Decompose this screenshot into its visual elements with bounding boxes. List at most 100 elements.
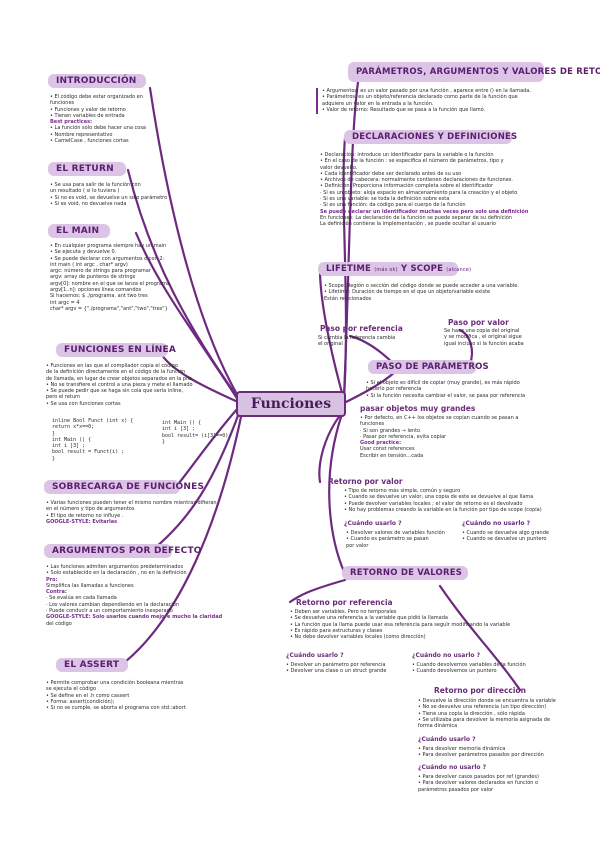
retorno-dir-whennot-title: ¿Cuándo no usarlo ? xyxy=(418,764,487,771)
retorno-dir-whennot-body: • Para devolver casos pasados por ref (g… xyxy=(418,774,539,793)
text-line: un resultado ( si lo tuviera ) xyxy=(50,188,120,195)
text-line: del código xyxy=(46,620,72,627)
text-line: • Devolver una clase o un struct grande xyxy=(286,668,387,675)
text-line: y se modifica , el original sigue xyxy=(444,334,522,341)
text-line: • No debe devolver variables locales (co… xyxy=(290,634,426,641)
line-paso xyxy=(342,370,397,405)
text-line: se ejecuta el código xyxy=(46,686,97,693)
text-line: • CamelCase , funciones cortas xyxy=(50,138,129,145)
text-line: • Forma: assert(condición); xyxy=(46,698,115,705)
retvalor-when-body: • Devolver valores de variables función … xyxy=(346,530,445,549)
text-line: • El tipo de retorno no influye . xyxy=(46,512,124,519)
text-line: • Si el objeto es difícil de copiar (muy… xyxy=(366,380,520,386)
text-line: argv[0]: nombre en el que se lanza el pr… xyxy=(50,280,170,287)
text-line: · Si es una variable: se toda la definic… xyxy=(320,196,450,203)
text-line: · Los valores cambian dependiendo en la … xyxy=(46,601,180,608)
text-line: • No se transfiere el control a una piez… xyxy=(46,381,193,388)
text-line: · Se evalúa en cada llamada xyxy=(46,595,117,602)
text-line: int main ( int argc , char* argv) xyxy=(50,261,128,268)
text-line: • Por defecto, en C++ los objetos se cop… xyxy=(360,415,519,421)
lifetime-body: • Scope: Región o sección del código don… xyxy=(324,283,519,302)
text-line: GOOGLE-STYLE: Evitarlas xyxy=(46,518,118,525)
code-line: int i [3] ; xyxy=(162,426,196,433)
text-line: • Scope: Región o sección del código don… xyxy=(324,283,519,289)
paso-ref-title: Paso por referencia xyxy=(320,324,403,333)
text-line: adquiere un valor en la entrada a la fun… xyxy=(322,100,434,107)
retvalor-title: Retorno por valor xyxy=(328,477,403,486)
text-line: • Funciones en las que el compilador cop… xyxy=(46,363,178,369)
text-line: Si hacemos: $ ./programa. ant two tres xyxy=(50,293,148,300)
line-introduccion xyxy=(148,86,240,398)
introduccion-body: • El código debe estar organizado en fun… xyxy=(50,94,146,144)
line-main xyxy=(134,231,240,402)
text-line: funciones xyxy=(50,100,75,107)
retorno-whennot-title: ¿Cuándo no usarlo ? xyxy=(412,652,481,659)
code-line: } xyxy=(52,455,56,462)
text-line: • Solo establecido en la declaración , n… xyxy=(46,570,187,577)
text-line: • Devolver un parámetro por referencia xyxy=(286,662,386,668)
linea-body: • Funciones en las que el compilador cop… xyxy=(46,363,194,407)
text-line: • Puede devolver variables locales ; el … xyxy=(344,500,523,507)
lifetime-title-mid: (más ok) xyxy=(374,267,398,273)
text-line: • Permite comprobar una condición boolea… xyxy=(46,680,184,686)
text-line: funciones xyxy=(360,421,385,428)
text-line: valor devuelto. xyxy=(320,164,358,171)
retorno-when-title: ¿Cuándo usarlo ? xyxy=(286,652,344,659)
text-line: • Si es void, no devuelve nada xyxy=(50,200,127,207)
text-line: • Argumentos: es un valor pasado por una… xyxy=(322,88,531,94)
code-line: return x*x==0; xyxy=(52,424,95,431)
text-line: • Cuando se devuelve algo grande xyxy=(462,530,549,536)
text-line: • Se ejecuta y devuelve 0. xyxy=(50,249,117,256)
line-defecto xyxy=(148,408,242,554)
text-line: • Deben ser variables. Pero no temporale… xyxy=(290,609,397,615)
text-line: Usar const references xyxy=(360,446,415,453)
text-line: Se hace una copia del original xyxy=(444,328,520,334)
text-line: Simplifica las llamadas a funciones xyxy=(46,582,134,589)
text-line: en el número y tipo de argumentos xyxy=(46,506,135,513)
text-line: • Si la función necesita cambiar el valo… xyxy=(366,392,526,399)
line-lifetime xyxy=(318,268,346,402)
text-line: • Devuelve la dirección donde se encuent… xyxy=(418,698,556,704)
text-line: • En cualquier programa siempre hay un m… xyxy=(50,243,167,249)
code-line: inline Bool Funct (int x) { xyxy=(52,418,134,424)
paso-body: • Si el objeto es difícil de copiar (muy… xyxy=(366,380,525,399)
linea-code-right: int Main () { int i [3] ; bool result= (… xyxy=(162,420,231,445)
text-line: · Si es una función: da código para el c… xyxy=(320,202,466,209)
retorno-dir-when-body: • Para devolver memoria dinámica • Para … xyxy=(418,746,544,759)
return-header: EL RETURN xyxy=(48,162,126,176)
text-line: • Varias funciones pueden tener el mismo… xyxy=(46,500,217,506)
code-line: } xyxy=(162,438,166,445)
retorno-ref-body: • Deben ser variables. Pero no temporale… xyxy=(290,609,510,640)
declaraciones-body: • Declaración: introduce un identificado… xyxy=(320,152,528,228)
line-retorno-ref xyxy=(288,578,347,604)
paso-big-title: pasar objetos muy grandes xyxy=(360,404,476,413)
central-topic: Funciones xyxy=(236,391,346,417)
text-line: En funciones: La declaración de la funci… xyxy=(320,214,512,221)
text-line: • Para devolver casos pasados por ref (g… xyxy=(418,774,539,780)
text-line: • La función que la llama puede usar esa… xyxy=(290,621,511,628)
return-body: • Se usa para salir de la función con un… xyxy=(50,182,167,207)
text-line: • Definición: Proporciona información co… xyxy=(320,183,494,190)
parametros-body: • Argumentos: es un valor pasado por una… xyxy=(322,88,531,113)
paso-header: PASO DE PARÁMETROS xyxy=(368,360,489,374)
text-line: Good practice: xyxy=(360,440,402,447)
retvalor-when-title: ¿Cuándo usarlo ? xyxy=(344,520,402,527)
linea-header: FUNCIONES EN LÍNEA xyxy=(56,343,176,357)
text-line: int argc = 4 xyxy=(50,299,80,306)
text-line: char* argv = {"./programa","ant","two","… xyxy=(50,305,168,312)
text-line: Si cambia la referencia cambia xyxy=(318,335,396,341)
text-line: • Si no es void, se devuelve un solo par… xyxy=(50,194,168,201)
text-line: el original xyxy=(318,341,343,348)
text-line: • Se puede pedir que se haga sin cola qu… xyxy=(46,388,183,395)
text-line: Se puede declarar un identificador mucha… xyxy=(320,208,529,215)
text-line: • Devolver valores de variables función xyxy=(346,530,445,536)
text-line: • Es rápido para estructuras y clases xyxy=(290,627,383,634)
text-line: • Se utilizaba para devolver la memoria … xyxy=(418,716,551,723)
retorno-dir-body: • Devuelve la dirección donde se encuent… xyxy=(418,698,556,729)
declaraciones-header: DECLARACIONES Y DEFINICIONES xyxy=(344,130,517,144)
code-line: int i [3] ; xyxy=(52,443,86,450)
paso-val-title: Paso por valor xyxy=(448,318,509,327)
text-line: • El código debe estar organizado en xyxy=(50,94,143,100)
lifetime-title-a: LIFETIME xyxy=(326,264,372,274)
